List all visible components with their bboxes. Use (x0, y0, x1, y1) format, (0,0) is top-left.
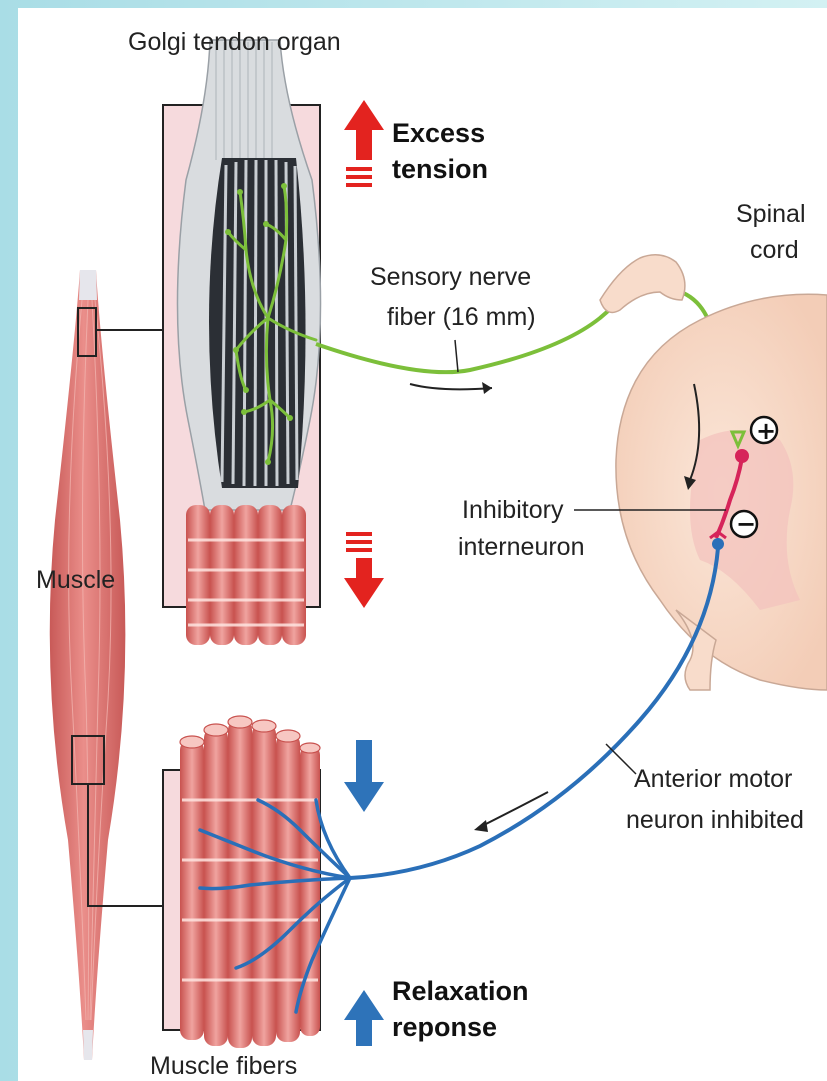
spinal-cord-label-line2: cord (750, 236, 799, 264)
sensory-nerve-label-line2: fiber (16 mm) (387, 303, 536, 331)
anterior-motor-label-line1: Anterior motor (634, 765, 792, 793)
minus-sign-text: − (736, 510, 756, 538)
inhibitory-interneuron-label-line1: Inhibitory (462, 496, 564, 524)
relaxation-label-line2: reponse (392, 1012, 497, 1042)
anterior-motor-label-line2: neuron inhibited (626, 806, 804, 834)
tendon-muscle-fibers (186, 505, 306, 645)
relaxation-label-line1: Relaxation (392, 976, 529, 1006)
excess-tension-label-line1: Excess (392, 118, 485, 148)
excess-tension-label-line2: tension (392, 154, 488, 184)
inhibitory-interneuron-label-line2: interneuron (458, 533, 584, 561)
muscle-label: Muscle (36, 566, 115, 594)
plus-sign-text: + (756, 417, 776, 445)
sensory-nerve-label-line1: Sensory nerve (370, 263, 531, 291)
inhibitory-minus-sign: − (731, 510, 757, 538)
golgi-tendon-organ-label: Golgi tendon organ (128, 28, 341, 56)
excitatory-plus-sign: + (751, 417, 777, 445)
golgi-tendon-organ-panel (163, 40, 321, 645)
spinal-cord-label-line1: Spinal (736, 200, 806, 228)
muscle-fibers-label: Muscle fibers (150, 1052, 297, 1080)
